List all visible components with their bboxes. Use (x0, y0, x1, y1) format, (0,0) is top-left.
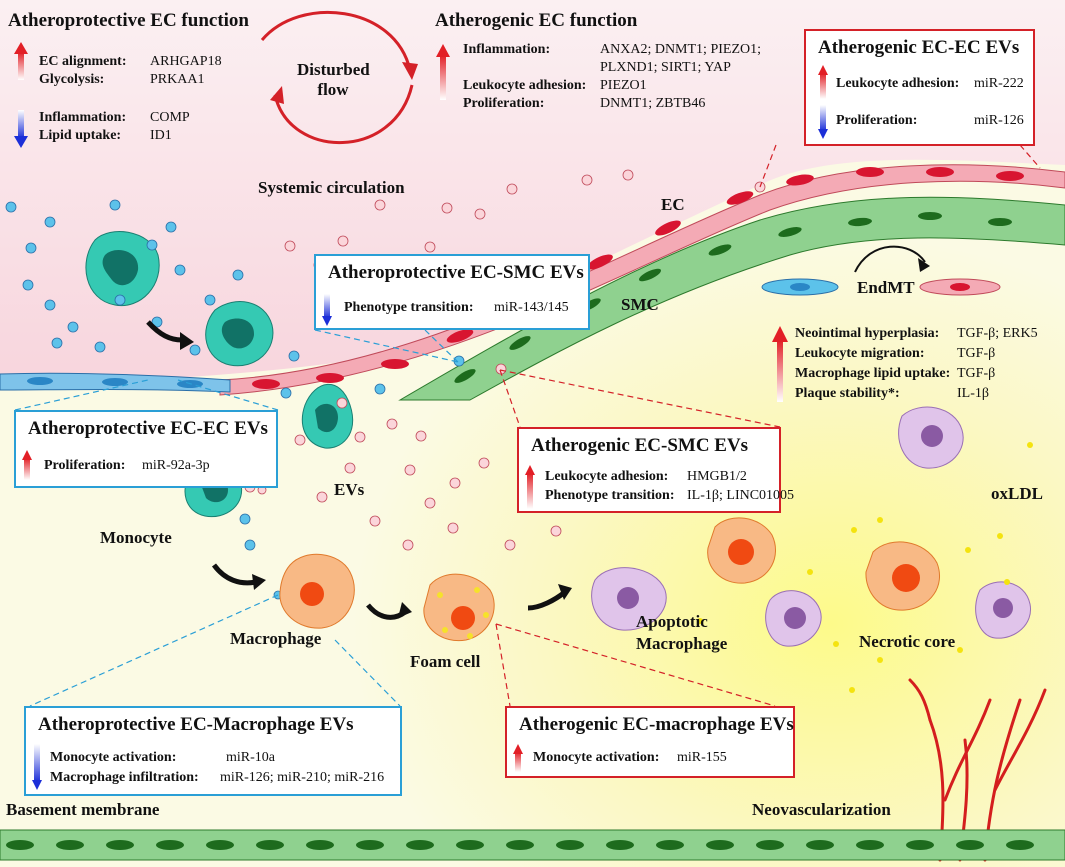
atheroprotective-ec-ec-evs-box: Atheroprotective EC-EC EVs Proliferation… (14, 410, 278, 488)
atherogenic-ec-macrophage-evs-box: Atherogenic EC-macrophage EVs Monocyte a… (505, 706, 795, 778)
atheroprotective-ec-macrophage-evs-box: Atheroprotective EC-Macrophage EVs Monoc… (24, 706, 402, 796)
row-value: miR-126 (974, 113, 1024, 128)
up-arrow-icon (525, 465, 535, 509)
row-value: TGF-β (957, 366, 996, 381)
atherogenic-ec-smc-evs-box: Atherogenic EC-SMC EVs Leukocyte adhesio… (517, 427, 794, 513)
foam-cell (423, 573, 495, 642)
box-title: Atherogenic EC-EC EVs (818, 37, 1020, 58)
basement-nuclei (6, 840, 1034, 850)
atherogenic-ec-ec-evs-box: Atherogenic EC-EC EVs Leukocyte adhesion… (804, 29, 1035, 146)
box-title: Atherogenic EC-macrophage EVs (519, 714, 794, 735)
row-label: Phenotype transition: (344, 300, 474, 315)
neovascularization-label: Neovascularization (752, 800, 891, 819)
row-value: DNMT1; ZBTB46 (600, 96, 706, 111)
row-value: miR-10a (226, 750, 275, 765)
atherogenic-ec-title: Atherogenic EC function (435, 10, 638, 31)
row-label: Proliferation: (44, 458, 126, 473)
up-arrow-icon (22, 450, 32, 480)
apoptotic-label-1: Apoptotic (636, 612, 708, 631)
down-arrow-icon (32, 744, 42, 790)
row-value: PIEZO1 (600, 78, 647, 93)
row-label: Macrophage lipid uptake: (795, 366, 951, 381)
row-value: ANXA2; DNMT1; PIEZO1; (600, 42, 761, 57)
row-value: miR-143/145 (494, 300, 569, 315)
down-arrow-icon (322, 294, 332, 326)
endmt-label: EndMT (857, 278, 915, 297)
row-value: ID1 (150, 128, 172, 143)
row-label: Leukocyte adhesion: (463, 78, 587, 93)
atheroprotective-ec-smc-evs-box: Atheroprotective EC-SMC EVs Phenotype tr… (314, 254, 590, 330)
row-label: Monocyte activation: (533, 750, 660, 765)
row-value: miR-222 (974, 76, 1024, 91)
apoptotic-label-2: Macrophage (636, 634, 728, 653)
disturbed-flow-arrows (260, 10, 414, 144)
row-value: HMGB1/2 (687, 469, 747, 484)
up-arrow-icon (513, 744, 523, 772)
monocyte-label: Monocyte (100, 528, 172, 547)
row-label: EC alignment: (39, 54, 127, 69)
foam-cell-label: Foam cell (410, 652, 481, 671)
basement-membrane-label: Basement membrane (6, 800, 160, 819)
row-value: miR-92a-3p (142, 458, 210, 473)
box-title: Atheroprotective EC-EC EVs (28, 418, 268, 439)
row-label: Monocyte activation: (50, 750, 177, 765)
row-value: ARHGAP18 (150, 54, 222, 69)
row-value: IL-1β (957, 386, 989, 401)
row-value: miR-126; miR-210; miR-216 (220, 770, 385, 785)
row-label: Neointimal hyperplasia: (795, 326, 940, 341)
row-value: PLXND1; SIRT1; YAP (600, 60, 731, 75)
row-label: Plaque stability*: (795, 386, 900, 401)
row-label: Glycolysis: (39, 72, 105, 87)
row-label: Inflammation: (39, 110, 127, 125)
row-label: Phenotype transition: (545, 488, 675, 503)
disturbed-flow-label: Disturbed flow (297, 60, 370, 99)
row-value: TGF-β; ERK5 (957, 326, 1038, 341)
smc-label: SMC (621, 295, 659, 314)
trend-arrows (14, 42, 788, 402)
box-title: Atherogenic EC-SMC EVs (531, 435, 749, 456)
row-label: Leukocyte migration: (795, 346, 925, 361)
up-arrow-icon (818, 65, 828, 99)
row-label: Leukocyte adhesion: (545, 469, 669, 484)
protective-evs (5, 199, 465, 600)
foam-cells-core (707, 517, 940, 611)
row-value: COMP (150, 110, 190, 125)
necrotic-core-label: Necrotic core (859, 632, 956, 651)
row-label: Proliferation: (463, 96, 545, 111)
evs-label: EVs (334, 480, 365, 499)
oxldl-label: oxLDL (991, 484, 1043, 503)
macrophage-label: Macrophage (230, 629, 322, 648)
row-label: Inflammation: (463, 42, 551, 57)
row-value: TGF-β (957, 346, 996, 361)
row-value: PRKAA1 (150, 72, 205, 87)
row-label: Proliferation: (836, 113, 918, 128)
row-label: Macrophage infiltration: (50, 770, 199, 785)
box-title: Atheroprotective EC-Macrophage EVs (38, 714, 354, 735)
down-arrow-icon (818, 105, 828, 139)
box-title: Atheroprotective EC-SMC EVs (328, 262, 584, 283)
systemic-circulation-label: Systemic circulation (258, 178, 405, 197)
row-value: miR-155 (677, 750, 727, 765)
row-label: Leukocyte adhesion: (836, 76, 960, 91)
row-label: Lipid uptake: (39, 128, 122, 143)
macrophage-cell (279, 553, 355, 629)
ec-label: EC (661, 195, 685, 214)
row-value: IL-1β; LINC01005 (687, 488, 795, 503)
protective-ec-title: Atheroprotective EC function (8, 10, 249, 31)
